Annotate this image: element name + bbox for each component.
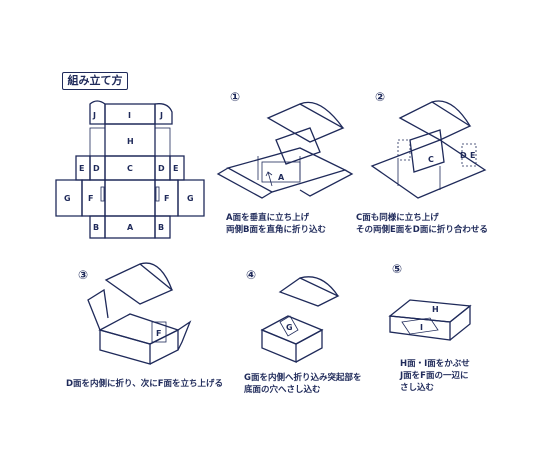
step2-base: [370, 139, 487, 199]
label-h: H: [127, 137, 134, 146]
label-i: I: [128, 111, 131, 120]
panel-h-side-right: [154, 127, 171, 157]
label-f-right: F: [164, 194, 169, 203]
panel-g-right: [177, 179, 205, 217]
step3-lid-tab: [139, 262, 173, 291]
slot-right: [155, 186, 160, 202]
label-d-right: D: [158, 164, 165, 173]
step-2-caption: C面も同様に立ち上げ その両側E面をD面に折り合わせる: [356, 212, 488, 236]
die-cut-layout: J I J H C E D D E G F F G B A B: [55, 100, 205, 239]
step5-i-flap: [401, 317, 439, 335]
panel-base: [104, 179, 156, 217]
step4-box-front: [261, 329, 297, 363]
step4-box-top: [260, 315, 324, 345]
panel-f-left: [81, 179, 106, 217]
step2-lid-tab: [431, 100, 471, 127]
step-1-number: ①: [230, 90, 241, 104]
step2-lid: [398, 101, 472, 141]
label-e-right: E: [173, 164, 178, 173]
label-g-right: G: [187, 194, 194, 203]
step-1-caption: A面を垂直に立ち上げ 両側B面を直角に折り込む: [226, 212, 326, 236]
step1-flap-right: [299, 169, 354, 197]
label-e-left: E: [79, 164, 84, 173]
step-5-caption-line: H面・I面をかぶせ: [400, 359, 470, 369]
step-5-number: ⑤: [392, 262, 403, 276]
step-4-caption-line: 底面の穴へさし込む: [244, 385, 321, 395]
step4-box-side: [295, 328, 323, 363]
step3-f-panel: [151, 321, 167, 343]
step3-flap-left: [87, 288, 109, 331]
step-2-caption-line: その両側E面をD面に折り合わせる: [356, 225, 488, 235]
step1-lid-tab: [299, 101, 344, 129]
step1-arrow: [265, 171, 273, 187]
label-j-right: J: [159, 111, 163, 120]
panel-b-left: [89, 215, 106, 239]
step-4-caption: G面を内側へ折り込み突起部を 底面の穴へさし込む: [244, 372, 361, 396]
step4-label-g: G: [286, 323, 293, 332]
panel-b-right: [154, 215, 171, 239]
label-f-left: F: [88, 194, 93, 203]
step-2-illustration: C D E: [370, 100, 487, 199]
step2-c-wall: [409, 129, 445, 173]
step-4-illustration: G: [260, 276, 340, 363]
step1-flap-left: [216, 167, 273, 199]
step1-label-a: A: [278, 173, 285, 182]
step4-lid-tab: [299, 276, 339, 297]
step3-flap-right: [177, 320, 192, 351]
step-3-number: ③: [78, 268, 89, 282]
step3-box-side: [149, 328, 179, 365]
label-j: J: [92, 111, 96, 120]
slot-left: [100, 186, 105, 202]
step-5-caption-line: さし込む: [400, 383, 435, 393]
label-a: A: [127, 223, 134, 232]
step-5-caption-line: J面をF面の一辺に: [400, 371, 469, 381]
step3-lid: [104, 263, 174, 305]
step5-label-h: H: [432, 305, 439, 314]
step-3-caption-line: D面を内側に折り、次にF面を立ち上げる: [66, 379, 224, 389]
step1-base: [226, 147, 347, 193]
step-5-caption: H面・I面をかぶせ J面をF面の一辺に さし込む: [400, 358, 470, 394]
step2-label-c: C: [428, 155, 434, 164]
step-2-number: ②: [375, 90, 386, 104]
step3-label-f: F: [156, 329, 161, 338]
step1-h-panel: [275, 127, 321, 165]
step-2-caption-line: C面も同様に立ち上げ: [356, 213, 439, 223]
step-4-caption-line: G面を内側へ折り込み突起部を: [244, 373, 362, 383]
step-1-caption-line: A面を垂直に立ち上げ: [226, 213, 310, 223]
label-c: C: [127, 164, 133, 173]
step-3-caption: D面を内側に折り、次にF面を立ち上げる: [66, 378, 223, 390]
label-d-left: D: [93, 164, 100, 173]
step2-e-flap-right: [461, 143, 477, 167]
label-g-left: G: [64, 194, 71, 203]
step2-e-flap-left: [397, 139, 411, 161]
panel-h-side-left: [89, 127, 106, 157]
step2-label-d: D: [460, 151, 467, 160]
step4-lid: [278, 277, 340, 307]
step5-label-i: I: [420, 323, 423, 332]
step-4-number: ④: [246, 268, 257, 282]
panel-j-tab-right: [154, 103, 173, 125]
section-title: 組み立て方: [62, 72, 128, 90]
step2-label-e: E: [470, 151, 475, 160]
label-b-right: B: [158, 223, 164, 232]
step-5-illustration: H I: [388, 299, 472, 341]
step1-lid: [266, 103, 345, 143]
step-1-illustration: A: [216, 101, 354, 199]
step3-box-front: [99, 329, 151, 365]
step4-g-flap: [279, 315, 299, 337]
step5-box-side: [449, 304, 471, 341]
step-3-illustration: F: [87, 262, 192, 365]
label-b-left: B: [93, 223, 99, 232]
step-1-caption-line: 両側B面を直角に折り込む: [226, 225, 326, 235]
panel-g-left: [55, 179, 83, 217]
